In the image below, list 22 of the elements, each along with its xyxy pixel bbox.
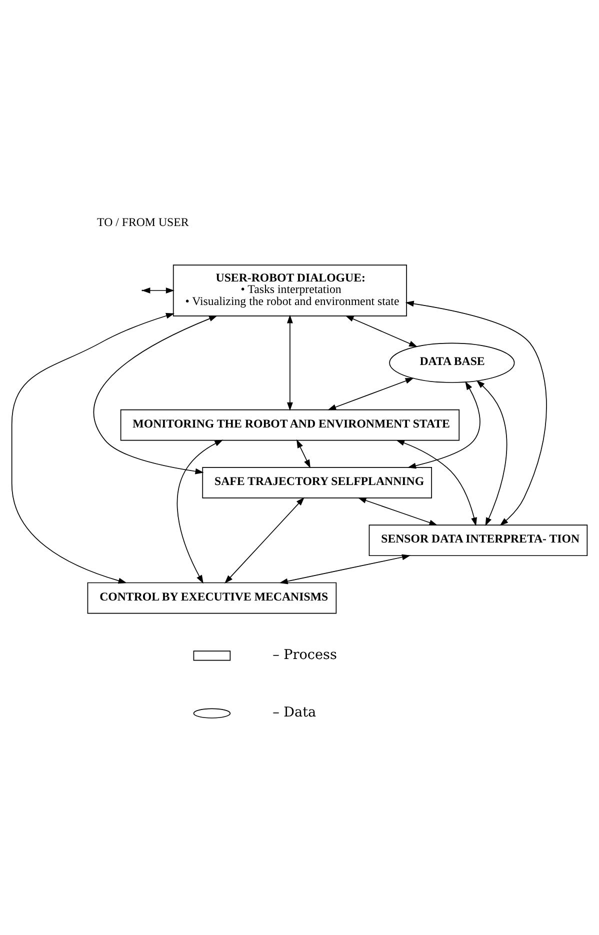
arrow xyxy=(279,554,411,584)
arrow xyxy=(94,315,218,474)
arrow xyxy=(176,439,224,584)
arrow xyxy=(405,300,547,526)
arrow xyxy=(11,312,174,584)
arrow xyxy=(345,314,418,347)
legend-label: – Data xyxy=(272,704,316,720)
legend-label: – Process xyxy=(272,646,337,662)
arrow xyxy=(328,377,414,410)
arrow xyxy=(396,439,477,526)
node-box: USER-ROBOT DIALOGUE: • Tasks interpretation • Visualizing the robot and environment state xyxy=(172,264,407,316)
node-box: SAFE TRAJECTORY SELFPLANNING xyxy=(202,466,432,498)
arrow xyxy=(476,380,508,526)
label: TO / FROM USER xyxy=(97,214,189,228)
node-box: SENSOR DATA INTERPRETA- TION xyxy=(368,524,588,556)
node-box: CONTROL BY EXECUTIVE MECANISMS xyxy=(87,582,337,614)
arrow xyxy=(286,314,293,410)
arrow xyxy=(358,497,438,525)
arrow xyxy=(296,438,310,468)
arrow xyxy=(407,380,480,468)
arrow xyxy=(224,496,304,584)
node-box: MONITORING THE ROBOT AND ENVIRONMENT STATE xyxy=(120,408,460,440)
